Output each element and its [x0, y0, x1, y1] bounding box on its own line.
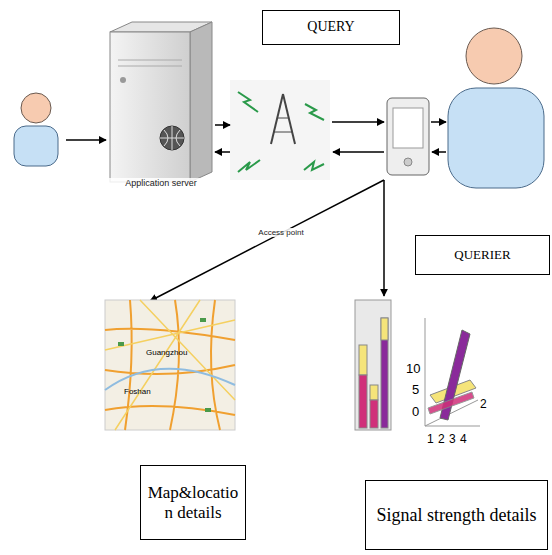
query-box: QUERY	[262, 10, 400, 45]
access-point-icon	[230, 80, 330, 180]
map-place-name: Foshan	[124, 388, 151, 396]
caption-box: Signal strength details	[365, 480, 548, 550]
axis-tick: 10	[406, 362, 420, 375]
box-text: QUERIER	[454, 248, 510, 263]
axis-tick: 1	[427, 433, 434, 445]
map-place-name: Guangzhou	[146, 349, 187, 357]
flow-arrow	[215, 124, 230, 126]
flow-arrows	[66, 122, 446, 301]
axis-tick: 0	[412, 405, 419, 418]
access-point-node: Access point	[230, 80, 330, 180]
signal-chart	[355, 300, 480, 430]
querier-box: QUERIER	[415, 235, 550, 275]
axis-tick: 3	[449, 433, 456, 445]
icon-label: Application server	[109, 178, 213, 188]
icon-label: Access point	[232, 228, 330, 237]
server-icon	[110, 22, 212, 182]
box-text: Map&location details	[147, 483, 239, 522]
mobile-device-icon	[387, 98, 429, 175]
server-node: Application server	[105, 20, 215, 185]
person-icon	[14, 93, 58, 166]
map-image	[105, 300, 235, 430]
person-icon	[448, 28, 544, 188]
flow-arrow	[215, 151, 230, 153]
box-text: Signal strength details	[377, 505, 537, 526]
axis-tick: 2	[438, 433, 445, 445]
box-text: QUERY	[307, 19, 354, 35]
axis-tick: 2	[480, 398, 487, 410]
axis-tick: 4	[460, 433, 467, 445]
axis-tick: 5	[412, 383, 419, 396]
caption-box: Map&location details	[140, 465, 246, 540]
